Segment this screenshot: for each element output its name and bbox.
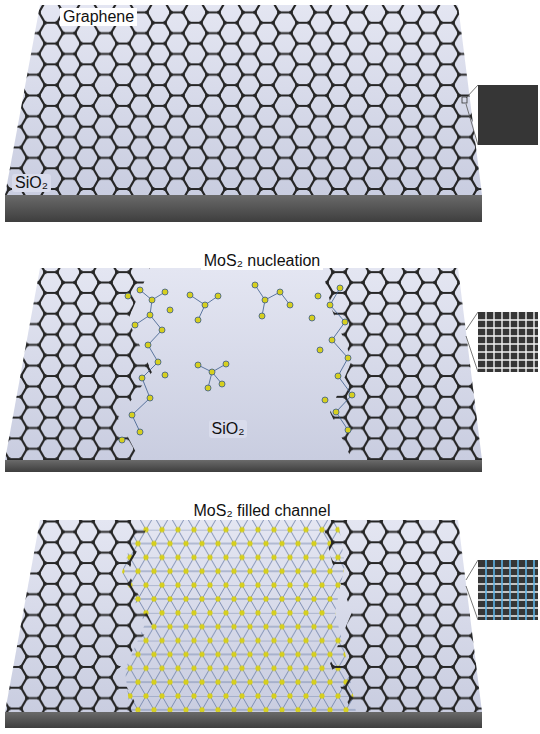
text-label: Graphene [60,8,137,26]
inset-1 [462,85,538,145]
slab-3 [0,515,540,728]
slab-1 [0,0,540,222]
inset-2 [466,312,538,372]
slab-2 [0,260,540,472]
inset-3 [466,560,538,620]
text-label: SiO₂ [209,420,248,438]
text-label: MoS₂ filled channel [191,502,334,520]
mos2-clusters [119,282,355,443]
text-label: SiO₂ [12,174,51,192]
text-label: MoS₂ nucleation [201,252,324,270]
